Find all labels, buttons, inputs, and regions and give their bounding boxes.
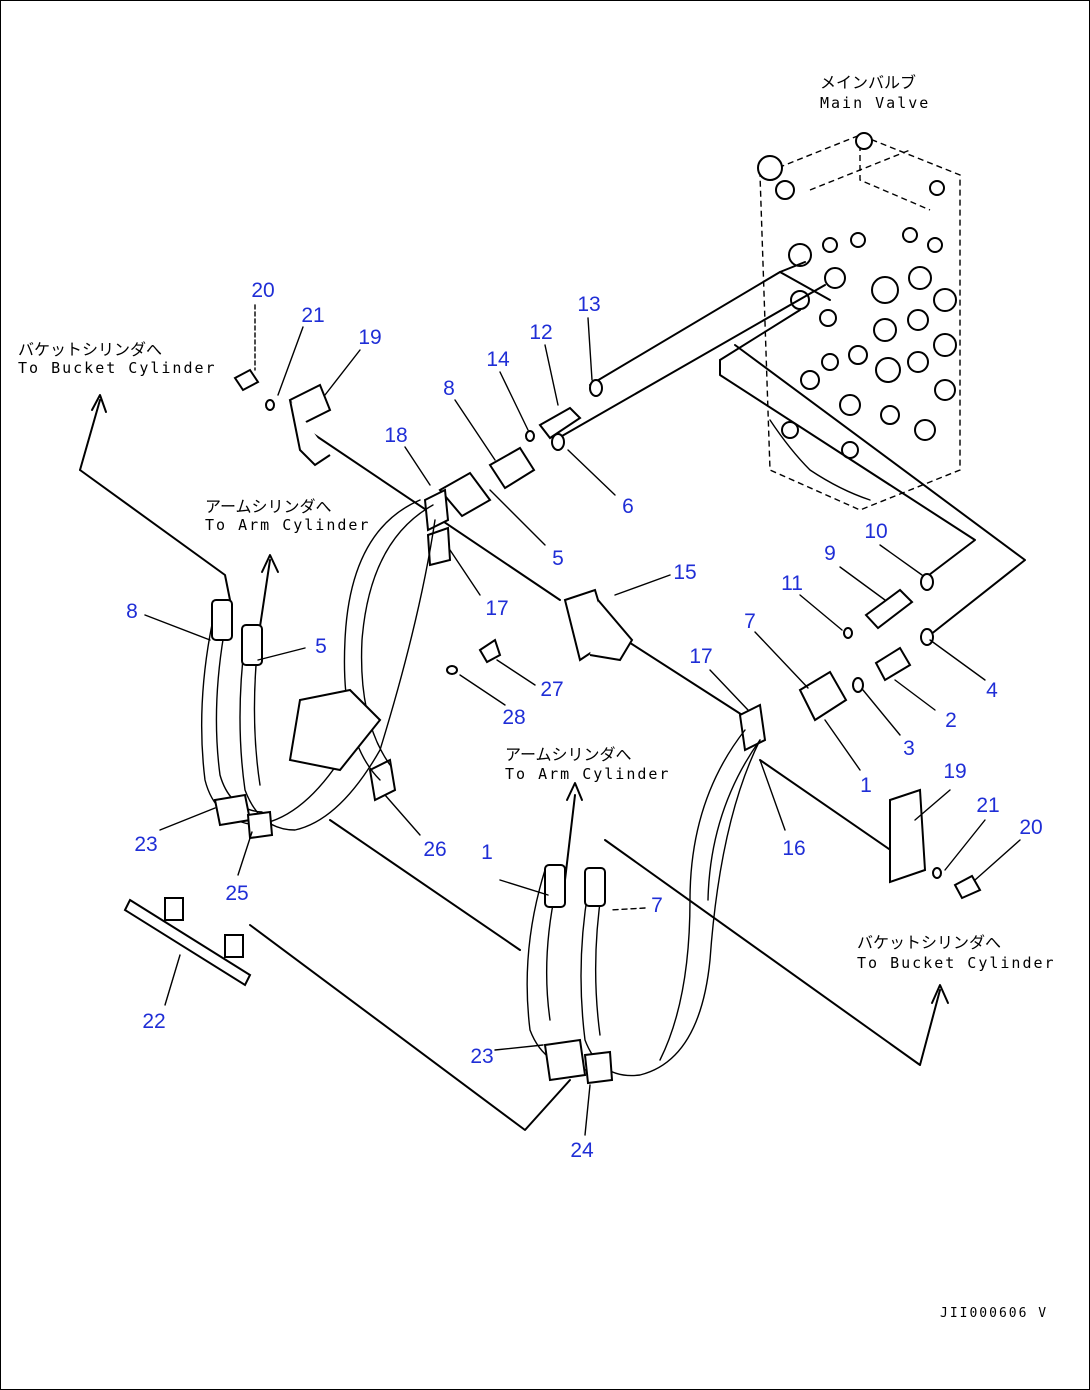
bucket-cylinder-top-label: To Bucket Cylinder (18, 359, 217, 377)
callout-19b: 19 (943, 760, 966, 783)
callout-17b: 17 (689, 645, 712, 668)
callout-1: 1 (860, 774, 872, 797)
callout-8: 8 (443, 377, 455, 400)
callout-15: 15 (673, 561, 696, 584)
callout-7: 7 (744, 610, 756, 633)
callout-3: 3 (903, 737, 915, 760)
plate-22 (123, 897, 252, 987)
arm-cylinder-bottom-jp-label: アームシリンダへ (505, 745, 632, 764)
callout-26: 26 (423, 838, 446, 861)
callout-23: 23 (134, 833, 157, 856)
callout-8b: 8 (126, 600, 138, 623)
bucket-cylinder-bottom-jp-label: バケットシリンダへ (857, 933, 1001, 952)
callout-16: 16 (782, 837, 805, 860)
arm-cylinder-bottom-label: To Arm Cylinder (505, 765, 670, 783)
callout-27: 27 (540, 678, 563, 701)
callout-23b: 23 (470, 1045, 493, 1068)
reference-code: JII000606 V (940, 1306, 1048, 1321)
clamps (288, 383, 927, 884)
callout-19: 19 (358, 326, 381, 349)
callout-13: 13 (577, 293, 600, 316)
callout-5b: 5 (315, 635, 327, 658)
callout-numbers: 20 21 19 13 12 14 8 18 6 5 17 10 9 11 4 … (126, 279, 1043, 1162)
callout-20: 20 (251, 279, 274, 302)
text-labels: メインバルブ Main Valve バケットシリンダへ To Bucket Cy… (18, 73, 1056, 1321)
callout-6: 6 (622, 495, 634, 518)
callout-9: 9 (824, 542, 836, 565)
arm-cylinder-top-jp-label: アームシリンダへ (205, 497, 332, 516)
bucket-cylinder-bottom-label: To Bucket Cylinder (857, 954, 1056, 972)
main-valve-label: Main Valve (820, 94, 930, 112)
fittings (233, 368, 982, 900)
callout-21: 21 (301, 304, 324, 327)
arrowheads (91, 394, 949, 1004)
callout-11: 11 (781, 572, 803, 595)
callout-14: 14 (486, 348, 510, 371)
callout-24: 24 (570, 1139, 594, 1162)
callout-12: 12 (529, 321, 552, 344)
callout-1b: 1 (481, 841, 493, 864)
callout-20b: 20 (1019, 816, 1042, 839)
callout-28: 28 (502, 706, 525, 729)
callout-10: 10 (864, 520, 887, 543)
pipe-lines (79, 261, 1026, 1131)
callout-2: 2 (945, 709, 957, 732)
callout-4: 4 (986, 679, 998, 702)
hoses-left (200, 499, 436, 840)
callout-7b: 7 (651, 894, 663, 917)
bucket-cylinder-top-jp-label: バケットシリンダへ (18, 340, 162, 359)
callout-5: 5 (552, 547, 564, 570)
callout-18: 18 (384, 424, 407, 447)
hoses-right (526, 729, 761, 1085)
leader-lines (144, 304, 1021, 1136)
callout-25: 25 (225, 882, 248, 905)
callout-22: 22 (142, 1010, 165, 1033)
main-valve-jp-label: メインバルブ (820, 73, 916, 92)
callout-21b: 21 (976, 794, 999, 817)
callout-17: 17 (485, 597, 508, 620)
arm-cylinder-top-label: To Arm Cylinder (205, 516, 370, 534)
main-valve (757, 132, 961, 511)
